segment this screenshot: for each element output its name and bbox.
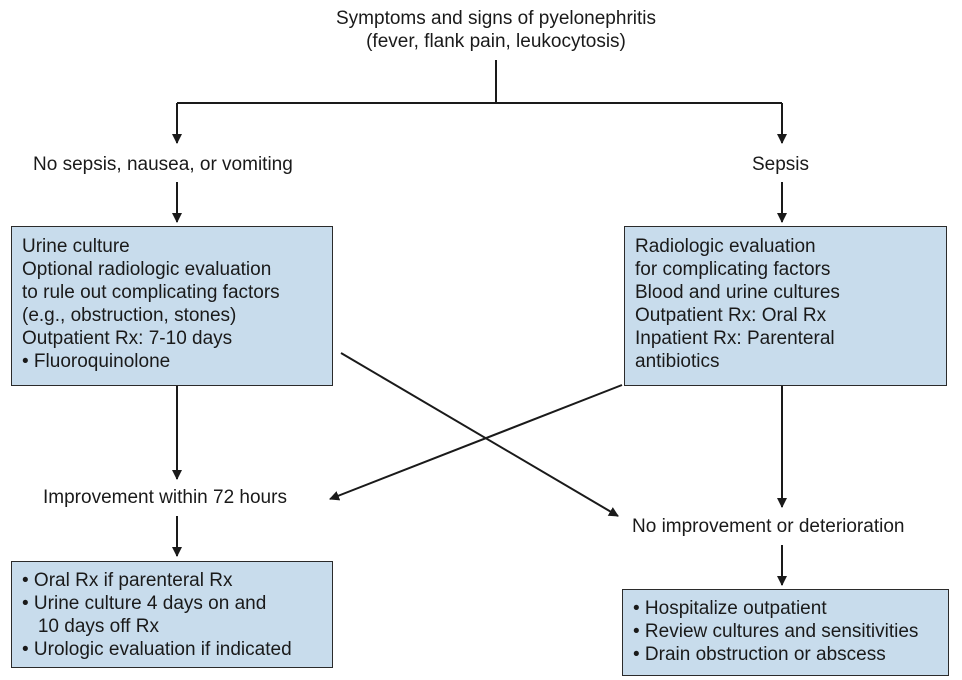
right-box-line: antibiotics	[635, 351, 720, 372]
improvement-bullet: • Urine culture 4 days on and	[22, 593, 267, 614]
deterioration-bullet: • Hospitalize outpatient	[633, 598, 827, 619]
deterioration-actions-box: • Hospitalize outpatient • Review cultur…	[622, 589, 949, 676]
deterioration-bullet: • Drain obstruction or abscess	[633, 644, 886, 665]
right-box-line: Inpatient Rx: Parenteral	[635, 328, 835, 349]
improvement-label: Improvement within 72 hours	[43, 487, 287, 508]
no-sepsis-label: No sepsis, nausea, or vomiting	[33, 154, 293, 175]
top-title-line2: (fever, flank pain, leukocytosis)	[366, 31, 626, 52]
improvement-bullet: • Urologic evaluation if indicated	[22, 639, 292, 660]
top-title: Symptoms and signs of pyelonephritis (fe…	[262, 7, 730, 53]
left-box-line: Urine culture	[22, 236, 130, 257]
deterioration-bullet: • Review cultures and sensitivities	[633, 621, 919, 642]
outpatient-management-box: Urine culture Optional radiologic evalua…	[11, 226, 333, 386]
sepsis-management-box: Radiologic evaluation for complicating f…	[624, 226, 947, 386]
improvement-actions-box: • Oral Rx if parenteral Rx • Urine cultu…	[11, 561, 333, 668]
left-box-line: Optional radiologic evaluation	[22, 259, 272, 280]
arrow-left-box-to-no-improvement	[340, 352, 619, 517]
sepsis-label: Sepsis	[752, 154, 810, 175]
right-box-line: Blood and urine cultures	[635, 282, 840, 303]
left-box-line: (e.g., obstruction, stones)	[22, 305, 237, 326]
no-improvement-label: No improvement or deterioration	[632, 516, 905, 537]
left-box-line: Outpatient Rx: 7-10 days	[22, 328, 233, 349]
right-box-line: Outpatient Rx: Oral Rx	[635, 305, 827, 326]
arrow-right-box-to-improvement	[329, 384, 623, 501]
right-box-line: for complicating factors	[635, 259, 831, 280]
top-title-line1: Symptoms and signs of pyelonephritis	[336, 8, 656, 29]
left-box-line: • Fluoroquinolone	[22, 351, 171, 372]
improvement-bullet: 10 days off Rx	[22, 616, 159, 637]
improvement-bullet: • Oral Rx if parenteral Rx	[22, 570, 233, 591]
right-box-line: Radiologic evaluation	[635, 236, 816, 257]
left-box-line: to rule out complicating factors	[22, 282, 280, 303]
